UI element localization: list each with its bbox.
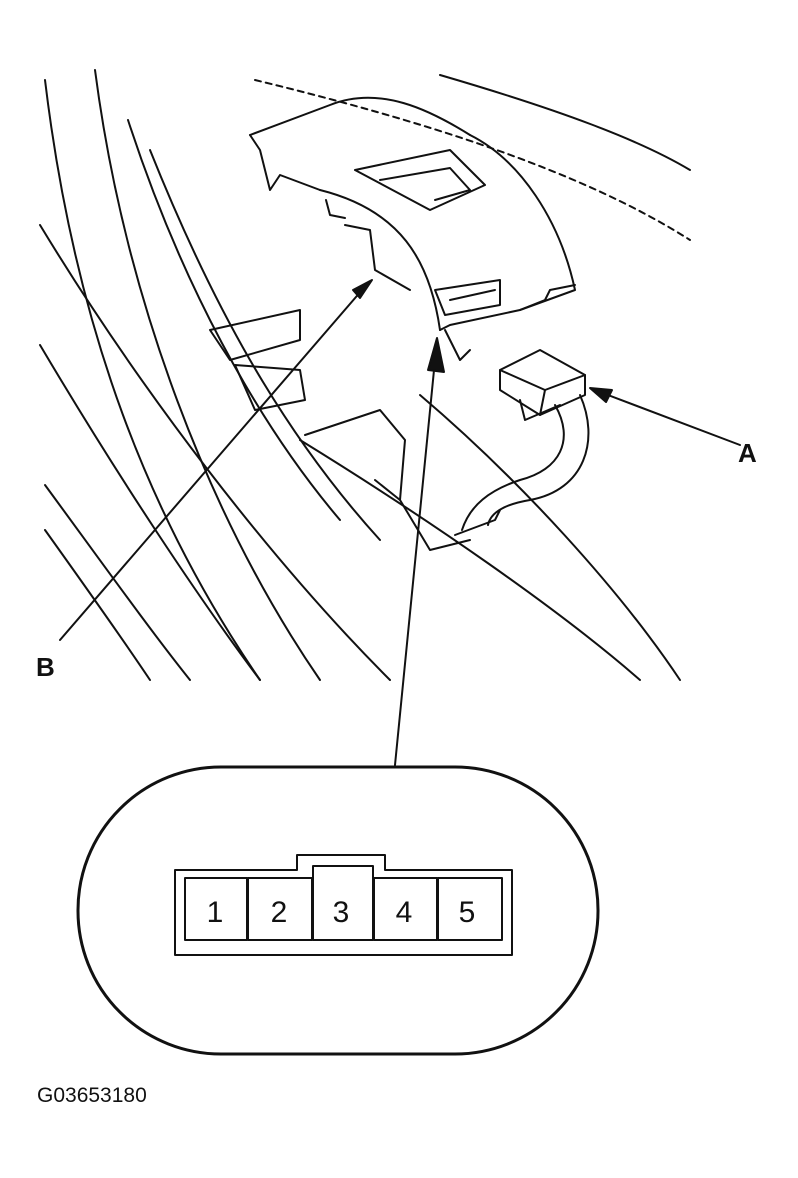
leader-line-b [59, 289, 363, 641]
pin-2-label: 2 [271, 896, 288, 929]
pin-1-label: 1 [207, 896, 224, 929]
callout-a-label: A [738, 438, 757, 468]
figure-id: G03653180 [37, 1084, 147, 1107]
dashboard-trim-lines [39, 69, 691, 681]
pin-5-label: 5 [459, 896, 476, 929]
switch-assembly [249, 96, 576, 361]
arrowhead-detail [427, 337, 445, 373]
pin-4-label: 4 [396, 896, 413, 929]
arrowhead-b [352, 279, 373, 299]
callout-b-label: B [36, 652, 55, 682]
leader-line-a [599, 391, 741, 446]
pin-3-label: 3 [333, 896, 350, 929]
harness-connector [454, 349, 590, 536]
detail-view-outline [76, 765, 600, 1056]
leader-line-detail [394, 359, 436, 766]
arrowhead-a [589, 387, 613, 403]
connector-face [174, 854, 513, 956]
